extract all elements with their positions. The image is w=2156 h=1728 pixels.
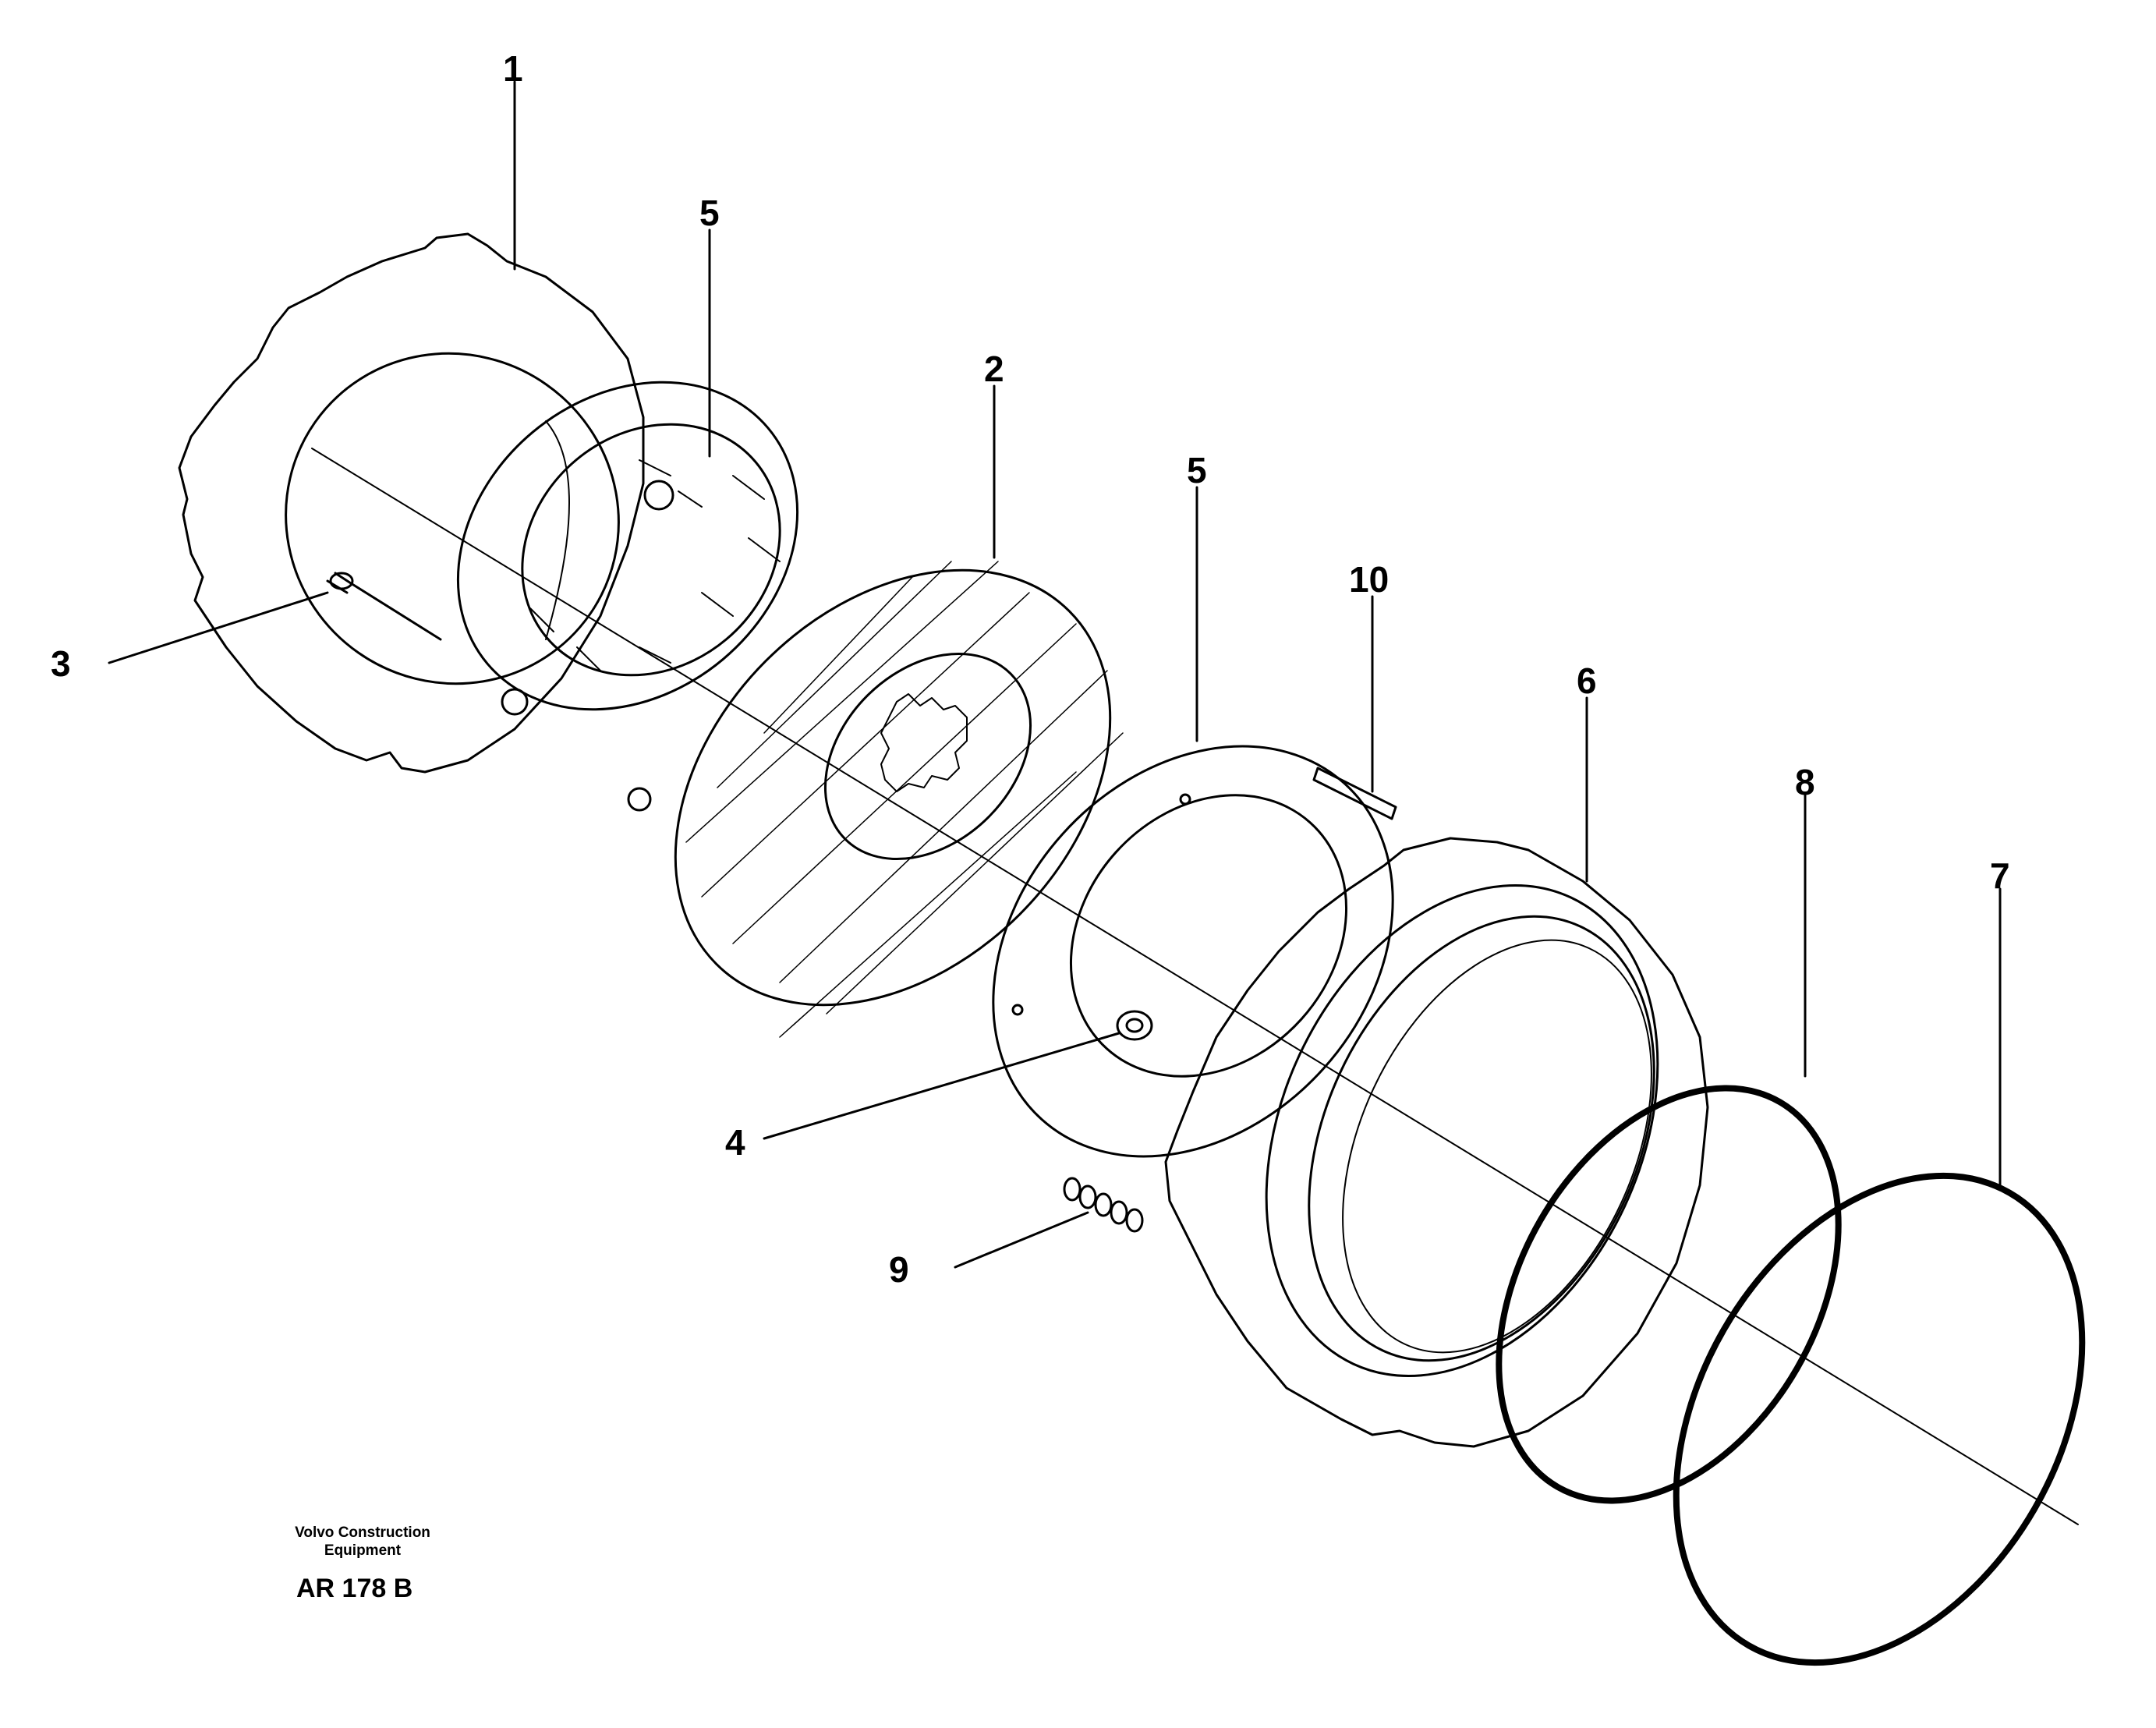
part-2-friction-disc <box>674 561 1124 1038</box>
callout-3: 3 <box>51 643 71 684</box>
part-5-retainer-a <box>456 381 799 812</box>
center-axis-line <box>311 448 2079 1525</box>
part-3-bolt <box>326 572 442 641</box>
part-9-spring <box>1063 1177 1144 1233</box>
leader-9 <box>954 1211 1089 1269</box>
part-7-seal-ring <box>1673 1172 2086 1666</box>
callout-10: 10 <box>1349 559 1390 600</box>
callout-8: 8 <box>1795 762 1815 802</box>
part-6-housing <box>1164 837 1709 1448</box>
callout-2: 2 <box>984 349 1004 389</box>
part-4-nut <box>1116 1010 1153 1041</box>
part-8-seal-ring <box>1496 1085 1842 1504</box>
footer-company-line2: Equipment <box>324 1542 402 1559</box>
callout-5a: 5 <box>699 193 720 233</box>
leader-lines <box>108 80 2002 1269</box>
figure-reference: AR 178 B <box>296 1574 413 1603</box>
callout-7: 7 <box>1990 855 2010 896</box>
part-5-retainer-b <box>992 745 1394 1158</box>
callout-1: 1 <box>503 48 523 89</box>
callout-5b: 5 <box>1187 450 1207 490</box>
part-10-pin <box>1312 767 1397 820</box>
callout-9: 9 <box>889 1249 909 1290</box>
callout-6: 6 <box>1577 660 1597 701</box>
leader-4 <box>763 1032 1120 1140</box>
callout-4: 4 <box>725 1122 745 1163</box>
part-1-plate <box>178 232 645 774</box>
footer-company: Volvo Construction <box>295 1524 430 1541</box>
leader-3 <box>108 591 329 664</box>
